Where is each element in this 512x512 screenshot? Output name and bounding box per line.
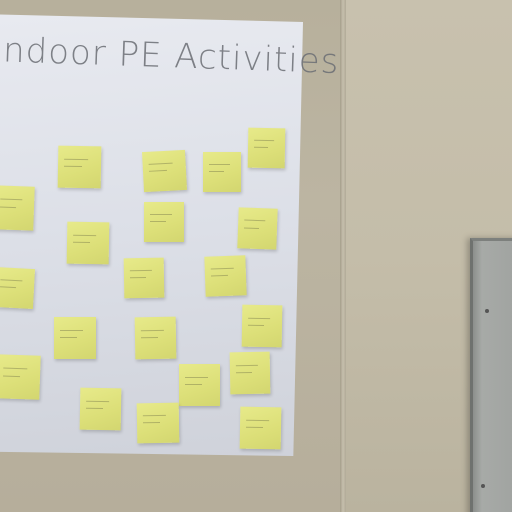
sticky-note: [229, 351, 271, 395]
sticky-note: [141, 149, 188, 193]
sticky-note: [134, 316, 177, 360]
sticky-note: [136, 402, 180, 444]
sticky-note: [247, 127, 286, 169]
wall-seam: [340, 0, 346, 512]
panel-screw: [485, 309, 489, 313]
sticky-note: [237, 207, 278, 250]
panel-screw: [481, 484, 485, 488]
sticky-note: [179, 364, 220, 406]
sticky-note: [0, 266, 36, 310]
sticky-note: [0, 185, 35, 231]
sticky-note: [239, 406, 282, 450]
sticky-note: [57, 145, 102, 189]
sticky-note: [66, 221, 110, 265]
sticky-note: [123, 257, 165, 299]
sticky-note: [204, 255, 247, 297]
sticky-note: [54, 317, 96, 359]
sticky-note: [241, 304, 283, 348]
sticky-note: [0, 354, 41, 400]
sticky-note: [79, 387, 122, 431]
sticky-note: [144, 202, 184, 242]
gray-wall-panel: [470, 238, 512, 512]
sticky-note: [203, 152, 241, 192]
